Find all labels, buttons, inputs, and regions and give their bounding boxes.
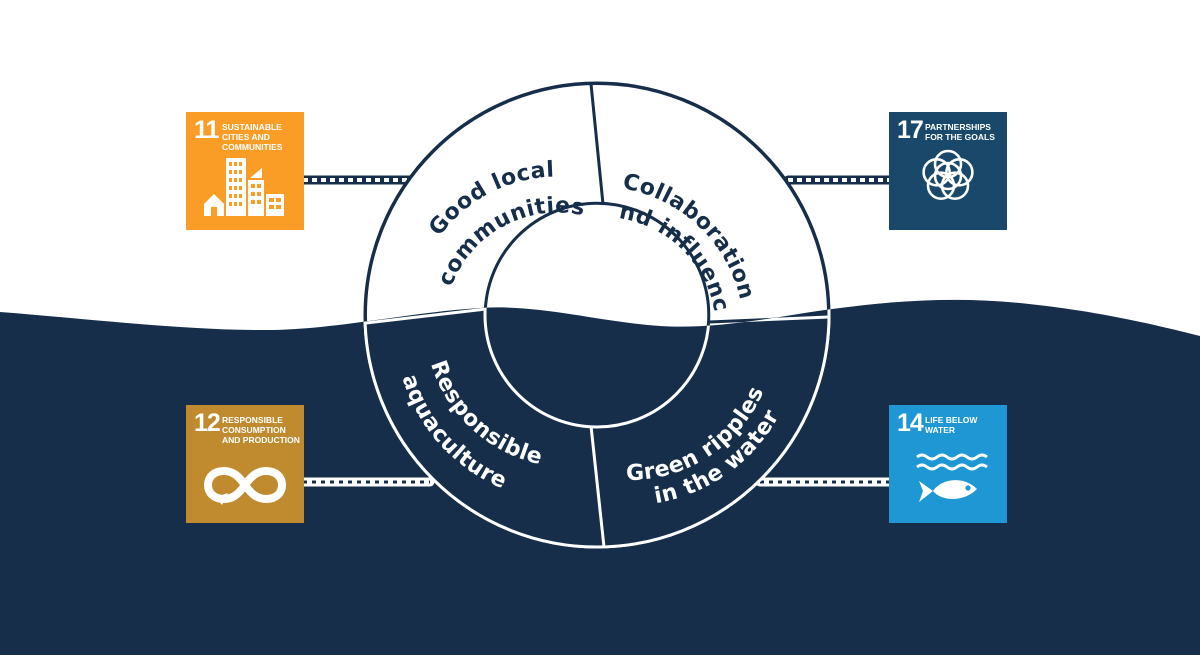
goal-title: Responsible consumption and production xyxy=(222,415,300,445)
sdg-goal-11-tile: 11 Sustainable cities and communities xyxy=(186,112,304,230)
sdg-goal-17-tile: 17 Partnerships for the goals xyxy=(889,112,1007,230)
goal-number: 12 xyxy=(194,409,221,437)
city-buildings-icon xyxy=(204,158,284,216)
fish-and-waves-icon xyxy=(916,453,988,502)
sdg-goal-12-tile: 12 Responsible consumption and productio… xyxy=(186,405,304,523)
goal-title: Partnerships for the goals xyxy=(925,122,995,142)
goal-number: 17 xyxy=(897,116,924,144)
goal-title: Sustainable cities and communities xyxy=(222,122,283,152)
interlinked-circles-icon xyxy=(922,149,974,200)
infinity-loop-icon xyxy=(203,466,287,505)
ring-body xyxy=(363,81,831,549)
goal-number: 11 xyxy=(194,116,219,144)
goal-title: Life below water xyxy=(925,415,978,435)
sdg-goal-14-tile: 14 Life below water xyxy=(889,405,1007,523)
goal-number: 14 xyxy=(897,409,924,437)
